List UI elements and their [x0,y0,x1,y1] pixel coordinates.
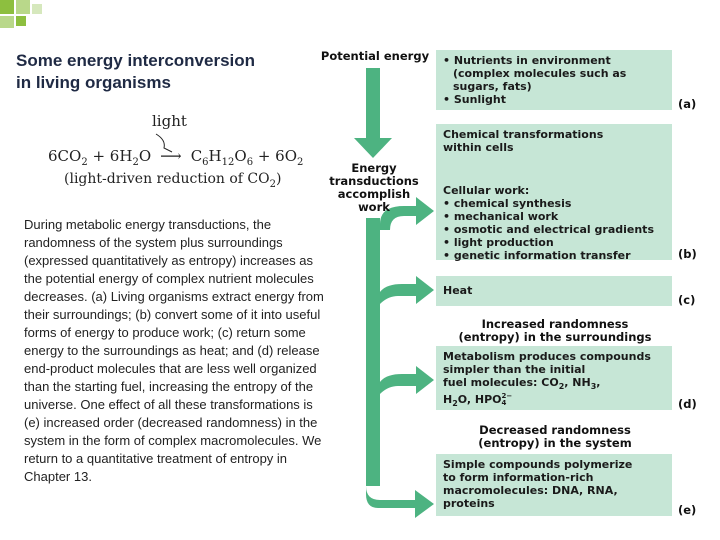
photosynthesis-equation: 6CO2 + 6H2O ⟶ C6H12O6 + 6O2 [48,147,304,168]
label-c: (c) [678,293,696,307]
potential-energy-label: Potential energy [320,49,430,63]
decreased-randomness-label: Decreased randomness (entropy) in the sy… [478,423,632,450]
box-a-nutrients: • Nutrients in environment (complex mole… [436,50,672,110]
box-b-cellular-work: Chemical transformations within cells Ce… [436,124,672,262]
branch-c-arrow [380,276,434,304]
equation-arrow-icon [155,133,173,153]
bottom-curve-arrow [366,486,434,518]
label-d: (d) [678,397,697,411]
main-shaft-arrow [366,218,380,486]
box-c-heat: Heat [436,276,672,306]
potential-energy-arrow [354,68,392,158]
increased-randomness-label: Increased randomness (entropy) in the su… [458,317,652,344]
label-e: (e) [678,503,697,517]
energy-transduction-label: Energy transductions accomplish work [329,161,419,214]
slide-body-text: During metabolic energy transductions, t… [24,217,324,484]
branch-b-arrow [380,197,434,230]
label-b: (b) [678,247,697,261]
corner-decoration [0,0,60,30]
label-a: (a) [678,97,697,111]
box-e-polymerize: Simple compounds polymerize to form info… [436,454,672,516]
slide-title: Some energy interconversion in living or… [16,51,256,92]
equation-light-label: light [152,112,187,130]
branch-d-arrow [380,366,434,394]
equation-caption: (light-driven reduction of CO2) [64,171,282,190]
box-d-metabolism: Metabolism produces compounds simpler th… [436,346,672,410]
